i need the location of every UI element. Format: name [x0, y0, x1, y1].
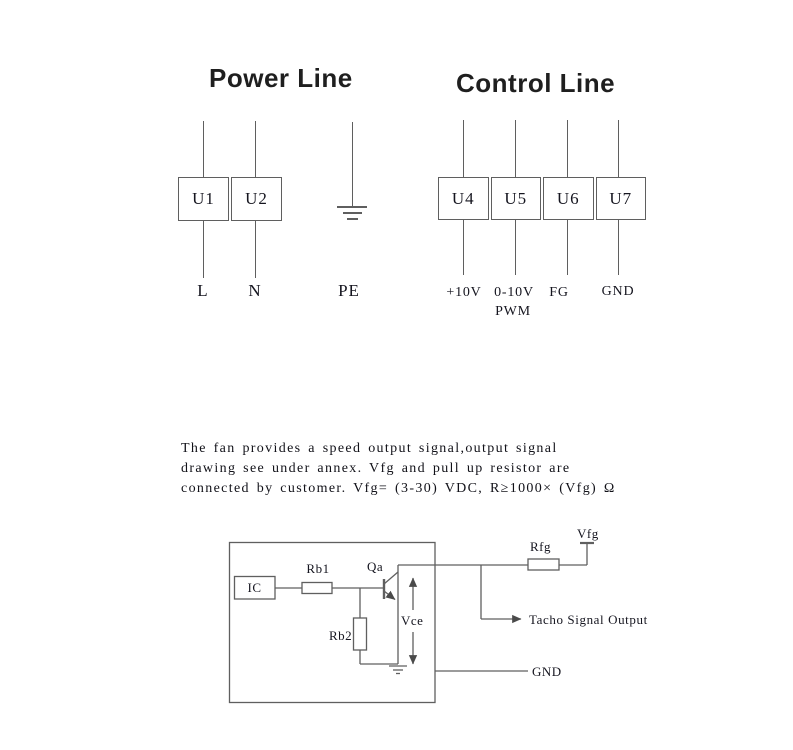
pin-label-10v: +10V — [446, 285, 482, 300]
rfg-resistor — [527, 558, 560, 571]
wire-u6-bottom — [567, 220, 569, 275]
note-line: connected by customer. Vfg= (3-30) VDC, … — [181, 481, 616, 496]
power-terminal-block: U1 U2 — [178, 177, 282, 221]
terminal-u6: U6 — [543, 177, 594, 220]
terminal-u5: U5 — [490, 177, 541, 220]
qa-label: Qa — [367, 559, 384, 574]
vfg-label: Vfg — [577, 526, 599, 541]
pin-label-fg: FG — [549, 285, 569, 300]
ground-bar — [337, 206, 367, 208]
terminal-u7: U7 — [595, 177, 646, 220]
wire-pe — [352, 122, 354, 206]
power-line-title: Power Line — [209, 63, 353, 93]
tacho-output-label: Tacho Signal Output — [529, 612, 648, 627]
terminal-u1: U1 — [178, 177, 229, 221]
terminal-u2: U2 — [231, 177, 282, 221]
transistor-collector — [383, 571, 399, 585]
wire-u6-top — [567, 120, 569, 177]
transistor-emitter — [383, 590, 396, 601]
ground-bar — [343, 212, 362, 214]
wire-u4-top — [463, 120, 465, 177]
ic-label: IC — [247, 579, 262, 595]
pin-label-gnd: GND — [601, 284, 635, 299]
wire-u7-top — [618, 120, 620, 177]
note-paragraph: The fan provides a speed output signal,o… — [181, 439, 621, 499]
wire-u5-top — [515, 120, 517, 177]
wire-l-top — [203, 121, 205, 177]
pin-label-n: N — [248, 281, 262, 300]
pin-label-l: L — [197, 281, 209, 300]
vce-label: Vce — [401, 613, 424, 628]
note-line: The fan provides a speed output signal,o… — [181, 441, 558, 456]
terminal-u4: U4 — [438, 177, 489, 220]
wire-n-top — [255, 121, 257, 177]
wire-u7-bottom — [618, 220, 620, 275]
ground-bar — [347, 218, 358, 220]
wire-u5-bottom — [515, 220, 517, 275]
rfg-label: Rfg — [530, 539, 551, 554]
circuit-gnd-label: GND — [532, 664, 562, 679]
rb2-resistor — [352, 617, 368, 651]
control-terminal-block: U4 U5 U6 U7 — [438, 177, 646, 220]
pin-label-0-10v: 0-10V — [494, 285, 534, 300]
pin-sublabel-pwm: PWM — [495, 304, 531, 319]
note-line: drawing see under annex. Vfg and pull up… — [181, 461, 571, 476]
pin-label-pe: PE — [338, 281, 360, 300]
rb1-label: Rb1 — [306, 561, 330, 576]
ic-box — [233, 575, 276, 600]
control-line-title: Control Line — [456, 68, 616, 98]
rb1-resistor — [301, 581, 333, 595]
fan-enclosure-box — [228, 541, 436, 704]
wire-n-bottom — [255, 221, 257, 278]
wire-l-bottom — [203, 221, 205, 278]
rb2-label: Rb2 — [329, 628, 353, 643]
wire-u4-bottom — [463, 220, 465, 275]
